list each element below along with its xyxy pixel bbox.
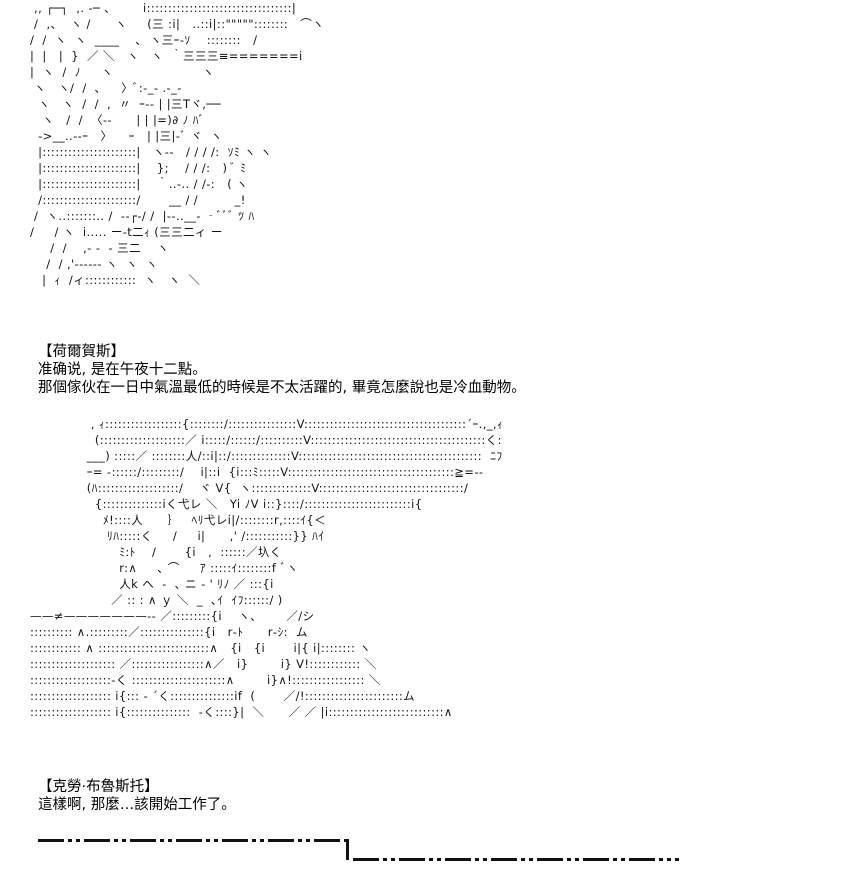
speaker-name: 【克勞·布魯斯托】 xyxy=(38,779,159,795)
dialogue-line: 那個傢伙在一日中氣溫最低的時候是不太活躍的, 畢竟怎麼說也是冷血動物。 xyxy=(38,380,526,396)
ascii-art-bottom: , ｨ::::::::::::::::::{::::::::/:::::::::… xyxy=(30,417,504,719)
separator-line-left xyxy=(38,839,350,842)
ascii-art-top: ,, ┌─┐ ,. -─ ､ i::::::::::::::::::::::::… xyxy=(30,1,325,287)
dialogue-block-1: 【荷爾賀斯】 准确说, 是在午夜十二點。 那個傢伙在一日中氣溫最低的時候是不太活… xyxy=(38,343,526,397)
dialogue-line: 這樣啊, 那麼…該開始工作了。 xyxy=(38,797,236,813)
separator-hook xyxy=(346,839,349,860)
separator-line-right xyxy=(353,858,679,861)
speaker-name: 【荷爾賀斯】 xyxy=(38,344,125,360)
dialogue-block-2: 【克勞·布魯斯托】 這樣啊, 那麼…該開始工作了。 xyxy=(38,778,236,814)
dialogue-line: 准确说, 是在午夜十二點。 xyxy=(38,362,207,378)
